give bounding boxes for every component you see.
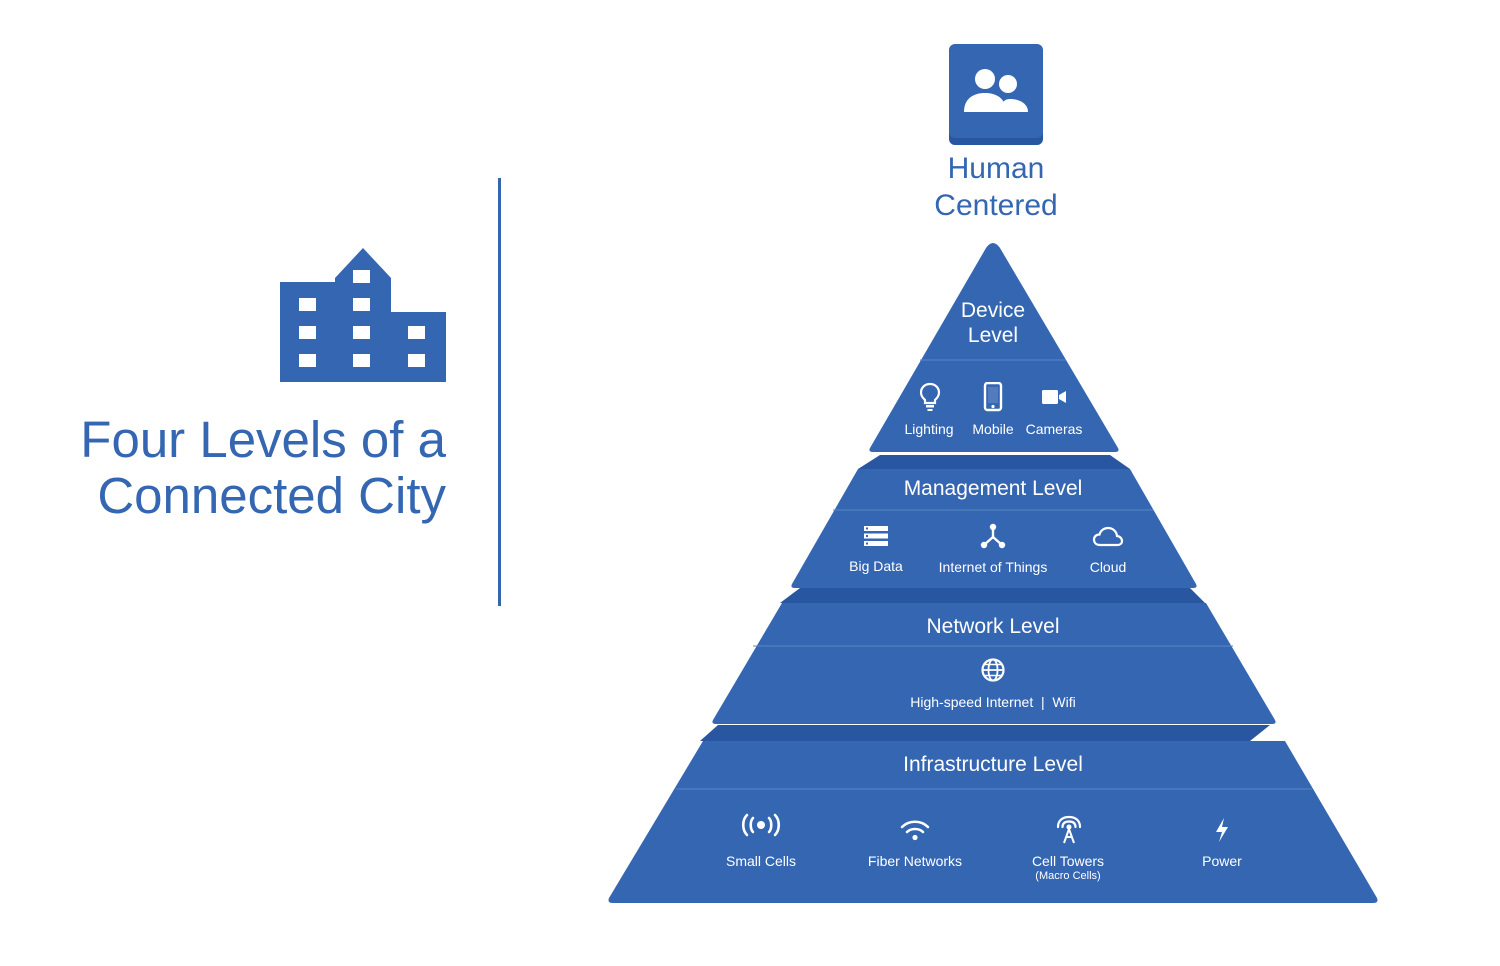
management-level-shadow — [780, 588, 1205, 603]
infrastructure-item-cell-towers: Cell Towers — [1031, 853, 1105, 869]
vertical-divider — [498, 178, 501, 606]
server-stack-icon — [864, 526, 888, 546]
management-level-title: Management Level — [903, 477, 1083, 500]
management-item-cloud: Cloud — [1089, 559, 1127, 575]
broadcast-signal-icon — [741, 813, 781, 837]
human-centered-line-2: Centered — [934, 189, 1058, 222]
title-line-1: Four Levels of a — [80, 411, 446, 468]
network-level-shadow — [700, 725, 1270, 741]
video-camera-icon — [1042, 390, 1066, 404]
device-item-cameras: Cameras — [1025, 421, 1083, 437]
network-level-title: Network Level — [926, 615, 1060, 638]
infrastructure-item-cell-towers-sublabel: (Macro Cells) — [1035, 870, 1101, 882]
infrastructure-level-title: Infrastructure Level — [903, 753, 1083, 776]
cloud-icon — [1092, 526, 1124, 547]
office-building-icon — [280, 248, 446, 382]
management-item-big-data: Big Data — [849, 558, 903, 574]
network-items-text: High-speed Internet | Wifi — [910, 694, 1076, 710]
device-level-title-line-1: Device — [960, 299, 1026, 322]
infrastructure-level-shape — [608, 741, 1378, 903]
management-item-iot: Internet of Things — [938, 559, 1048, 575]
infrastructure-item-small-cells: Small Cells — [725, 853, 796, 869]
human-centered-label: Human Centered — [896, 150, 1096, 224]
network-level-shape — [712, 603, 1276, 724]
device-item-mobile: Mobile — [972, 421, 1014, 437]
page-title: Four Levels of a Connected City — [40, 412, 446, 524]
smartphone-icon — [983, 382, 1003, 412]
wifi-icon — [900, 820, 930, 841]
device-item-lighting: Lighting — [904, 421, 954, 437]
cell-tower-icon — [1056, 815, 1082, 844]
iot-hub-icon — [980, 523, 1006, 549]
human-centered-line-1: Human — [947, 152, 1045, 185]
device-level-title-line-2: Level — [967, 324, 1019, 347]
globe-icon — [981, 658, 1005, 682]
infrastructure-item-fiber-networks: Fiber Networks — [867, 853, 963, 869]
title-line-2: Connected City — [97, 467, 446, 524]
infrastructure-item-power: Power — [1202, 853, 1242, 869]
lightbulb-icon — [919, 382, 941, 411]
device-level-title: Device Level — [893, 298, 1093, 348]
lightning-bolt-icon — [1216, 818, 1228, 842]
device-level-shadow — [858, 455, 1130, 469]
people-group-icon — [949, 44, 1043, 145]
